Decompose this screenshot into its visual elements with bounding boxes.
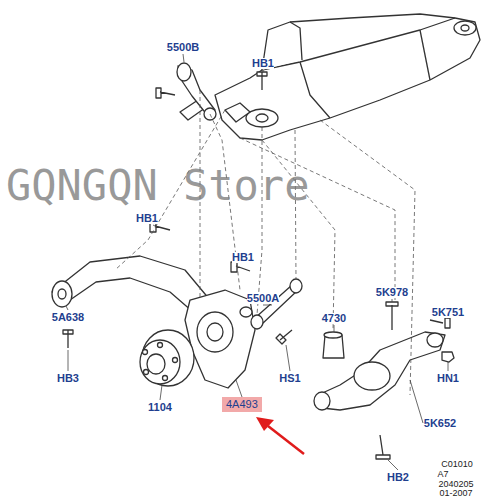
callout-number: 5K978 (376, 287, 408, 298)
callout-number: HB3 (57, 373, 79, 384)
watermark: GQNGQN Store (6, 165, 309, 207)
drawing-code: 2040205 (438, 480, 473, 489)
highlight-box: 4A493 (222, 397, 262, 412)
callout-number: 1104 (148, 402, 172, 413)
callout-number: 5K751 (432, 307, 464, 318)
drawing-code: A7 (437, 470, 448, 479)
callout-number: 5K652 (424, 418, 456, 429)
callout-number: HB1 (136, 213, 158, 224)
drawing-code: C01010 (441, 460, 473, 469)
callout-number: 4730 (322, 313, 346, 324)
callout-number: 5500B (167, 42, 199, 53)
callout-number: HB1 (232, 252, 254, 263)
callout-number: 5500A (247, 293, 279, 304)
callout-number: HS1 (279, 373, 300, 384)
callout-number: HB1 (252, 58, 274, 69)
callout-number: HB2 (387, 472, 409, 483)
part-number: 4A493 (226, 399, 258, 410)
callout-number: 5A638 (52, 312, 84, 323)
drawing-code: 01-2007 (439, 489, 472, 498)
callout-number: HN1 (437, 373, 459, 384)
